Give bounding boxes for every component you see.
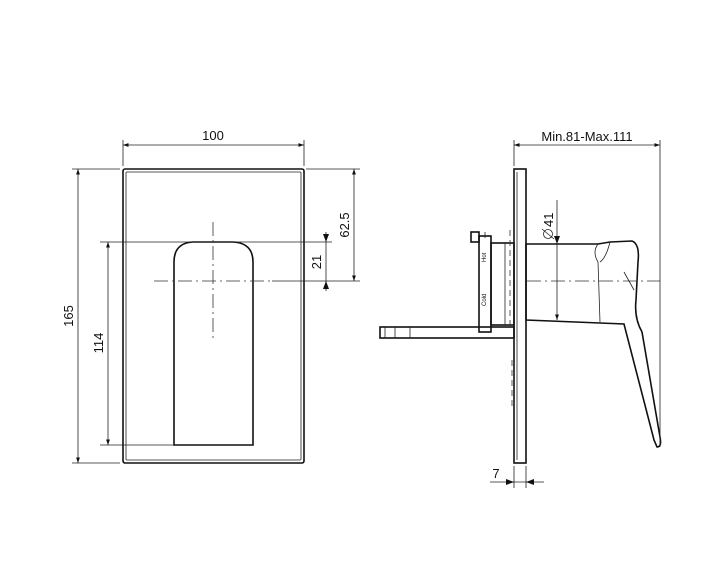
part-label-bottom: Cold <box>482 294 488 306</box>
cover-plate <box>122 168 305 464</box>
valve-clip <box>470 231 480 243</box>
spindle-stem <box>379 326 515 339</box>
depth-dimension-label: Min.81-Max.111 <box>541 129 632 144</box>
valve-flange <box>478 235 492 333</box>
side-view: Hot Cold Min.81-Max.111 41 <box>379 129 662 488</box>
handle-lever-front <box>173 241 254 446</box>
handle-height-dimension-label: 114 <box>91 333 106 354</box>
plate-dimension-label: 7 <box>492 466 499 481</box>
valve-body <box>490 242 515 326</box>
diameter-dimension-label: 41 <box>541 213 556 227</box>
handle-body-side <box>525 240 662 448</box>
width-dimension-label: 100 <box>202 128 224 143</box>
part-label-top: Hot <box>482 252 488 262</box>
front-view: 100 165 114 62.5 21 <box>61 128 360 464</box>
offset-dimension-label: 62.5 <box>337 212 352 237</box>
height-dimension-label: 165 <box>61 305 76 327</box>
diameter-symbol-icon <box>543 229 553 239</box>
handle-offset-dimension-label: 21 <box>309 255 324 269</box>
diameter-label-group: 41 <box>541 213 556 240</box>
cover-plate-inner-edge <box>125 171 302 461</box>
wall-plate <box>513 168 527 464</box>
